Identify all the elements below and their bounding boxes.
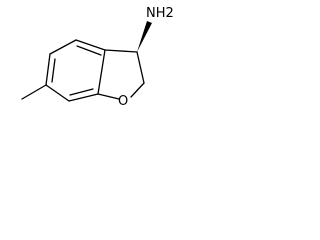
bond-ring-bottom xyxy=(45,84,70,102)
bond-ring-lower-right xyxy=(68,93,99,102)
amine-label: NH2 xyxy=(146,6,174,21)
bond-ring-fusion xyxy=(97,49,106,95)
bond-ring-double-right xyxy=(69,88,94,96)
wedge-bond-amine xyxy=(137,21,152,52)
bond-methyl xyxy=(21,84,47,100)
bond-ring-upper-left xyxy=(49,39,77,55)
bond-c3-ring xyxy=(104,49,138,53)
bond-ring-top xyxy=(75,39,106,51)
bond-ring-double-top xyxy=(76,45,102,56)
chemical-structure: NH2 O xyxy=(21,6,174,109)
bond-ring-lower-left xyxy=(45,53,51,86)
bond-c3-c2 xyxy=(136,51,145,84)
oxygen-label: O xyxy=(118,94,128,109)
bond-oxygen-ring xyxy=(97,93,120,100)
bond-ring-double-left xyxy=(51,58,56,83)
bond-c2-oxygen xyxy=(130,82,145,98)
